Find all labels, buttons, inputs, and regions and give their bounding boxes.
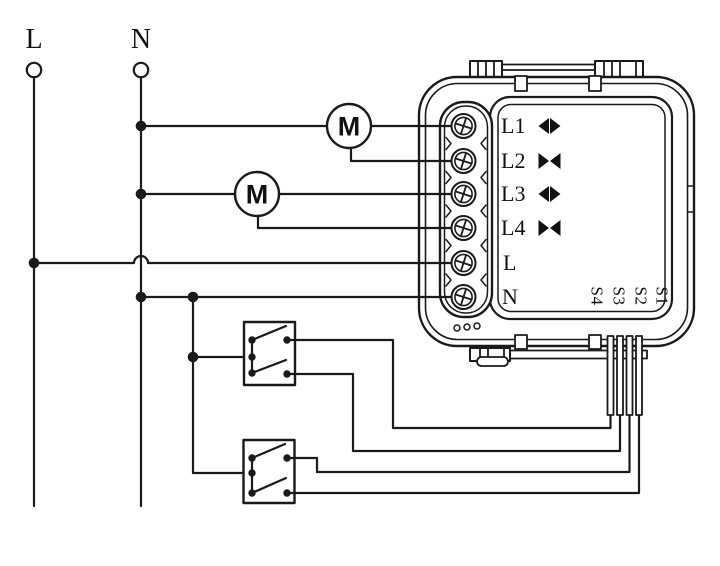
screw-terminals [450, 113, 477, 310]
wall-switch-2 [242, 438, 296, 505]
screw-l4 [450, 215, 477, 241]
switch-routes [285, 338, 641, 495]
bottom-mounting-bar [469, 347, 648, 367]
top-mounting-bar [469, 60, 644, 78]
terminal-label-l: L [503, 250, 517, 275]
terminal-label-l1: L1 [501, 113, 526, 138]
route-sw1-top [285, 338, 612, 430]
motor-2-symbol [233, 170, 281, 218]
motor-1-symbol [325, 102, 373, 150]
live-rail [25, 61, 43, 508]
edge-notches [686, 185, 695, 213]
screw-l1 [450, 113, 477, 139]
wire-motor2-l4 [256, 214, 465, 230]
screw-l2 [450, 148, 477, 174]
front-panel [488, 95, 674, 321]
motor-2-label: M [245, 179, 269, 210]
relay-module-case [417, 60, 696, 367]
open-arrows-icon [538, 186, 561, 202]
terminal-label-l3: L3 [501, 181, 526, 206]
neutral-label: N [130, 24, 152, 55]
wall-switch-1 [242, 320, 297, 387]
switch-port-label-s4: S4 [587, 286, 607, 306]
screw-l3 [450, 181, 477, 207]
terminal-label-l4: L4 [501, 215, 526, 240]
close-arrows-icon [538, 153, 561, 169]
switch-port-label-s3: S3 [609, 286, 629, 306]
terminal-label-n: N [502, 284, 518, 309]
screw-l [450, 250, 477, 276]
close-arrows-icon [538, 220, 561, 236]
route-sw2-top [285, 414, 631, 474]
terminal-label-l2: L2 [501, 148, 526, 173]
screw-n [450, 284, 477, 310]
route-sw2-bottom [285, 414, 641, 495]
wires [28, 120, 465, 475]
motor-1-label: M [337, 111, 361, 142]
switch-port-label-s2: S2 [631, 286, 651, 306]
terminal-block-scallops [445, 136, 487, 287]
junction-dots [28, 120, 199, 363]
clip-tabs [514, 75, 602, 350]
switch-port-label-s1: S1 [652, 286, 672, 306]
wire-live-to-l [32, 254, 465, 265]
live-label: L [25, 24, 43, 55]
s-wire-pins [606, 335, 643, 416]
open-arrows-icon [538, 118, 561, 134]
indicator-holes [453, 322, 481, 332]
route-sw1-bottom [285, 372, 622, 453]
wire-motor1-l2 [349, 146, 465, 163]
